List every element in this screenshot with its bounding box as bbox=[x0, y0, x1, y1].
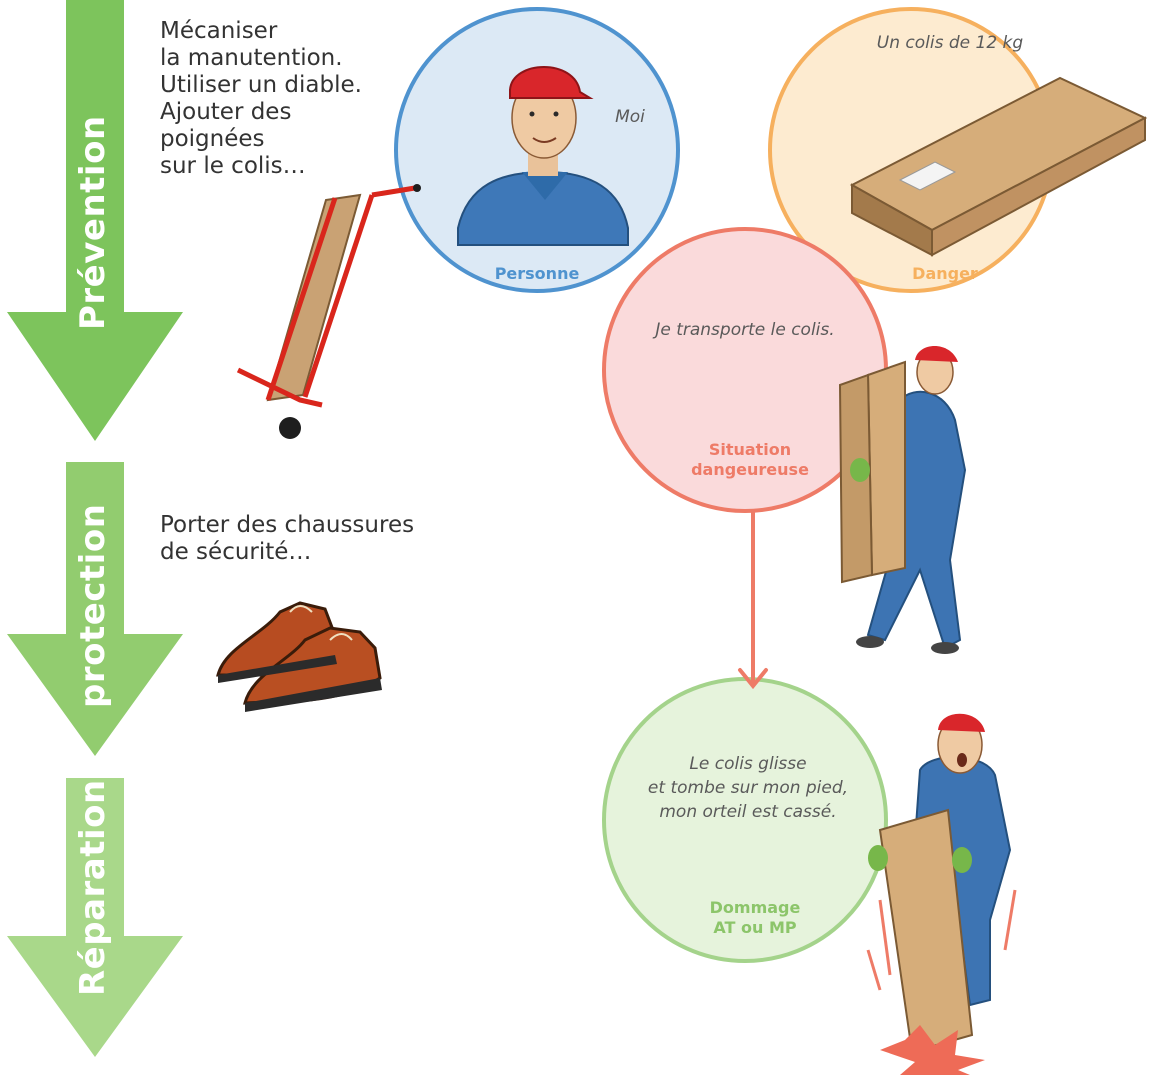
danger-title: Danger bbox=[912, 264, 978, 283]
dommage-caption-line: Le colis glisse bbox=[689, 754, 807, 774]
connector-arrow bbox=[738, 510, 768, 690]
prevention-line: Utiliser un diable. bbox=[160, 72, 362, 98]
protection-text: Porter des chaussures de sécurité… bbox=[160, 512, 414, 566]
label-prevention: Prévention bbox=[73, 115, 113, 330]
prevention-line: la manutention. bbox=[160, 45, 343, 71]
hand-truck-icon bbox=[236, 184, 421, 439]
worker-hurt-icon bbox=[866, 713, 1017, 1075]
protection-line: Porter des chaussures bbox=[160, 512, 415, 538]
prevention-text: Mécaniser la manutention. Utiliser un di… bbox=[160, 18, 362, 180]
prevention-line: Mécaniser bbox=[160, 18, 278, 44]
dommage-title-line: Dommage bbox=[709, 898, 801, 917]
situation-title: Situation dangeureuse bbox=[680, 440, 820, 480]
dommage-title-line: AT ou MP bbox=[713, 918, 797, 937]
personne-title: Personne bbox=[494, 264, 580, 283]
danger-caption: Un colis de 12 kg bbox=[876, 33, 1024, 53]
personne-caption: Moi bbox=[615, 107, 645, 127]
dommage-caption-line: mon orteil est cassé. bbox=[659, 802, 837, 822]
dommage-caption: Le colis glisse et tombe sur mon pied, m… bbox=[620, 752, 876, 824]
arrow-reparation bbox=[7, 778, 183, 1057]
situation-title-line: Situation bbox=[708, 440, 792, 459]
prevention-line: Ajouter des bbox=[160, 99, 292, 125]
dommage-caption-line: et tombe sur mon pied, bbox=[647, 778, 849, 798]
worker-carrying-icon bbox=[838, 346, 967, 654]
arrow-protection bbox=[7, 462, 183, 756]
dommage-title: Dommage AT ou MP bbox=[685, 898, 825, 938]
package-icon bbox=[849, 76, 1148, 257]
worker-icon bbox=[457, 66, 629, 246]
label-protection: protection bbox=[73, 503, 113, 708]
situation-caption: Je transporte le colis. bbox=[655, 320, 835, 340]
situation-title-line: dangeureuse bbox=[691, 460, 809, 479]
prevention-line: poignées bbox=[160, 126, 265, 152]
safety-shoes-icon bbox=[216, 601, 382, 712]
prevention-line: sur le colis… bbox=[160, 153, 306, 179]
label-reparation: Réparation bbox=[73, 779, 113, 996]
arrow-prevention bbox=[7, 0, 183, 441]
protection-line: de sécurité… bbox=[160, 539, 312, 565]
